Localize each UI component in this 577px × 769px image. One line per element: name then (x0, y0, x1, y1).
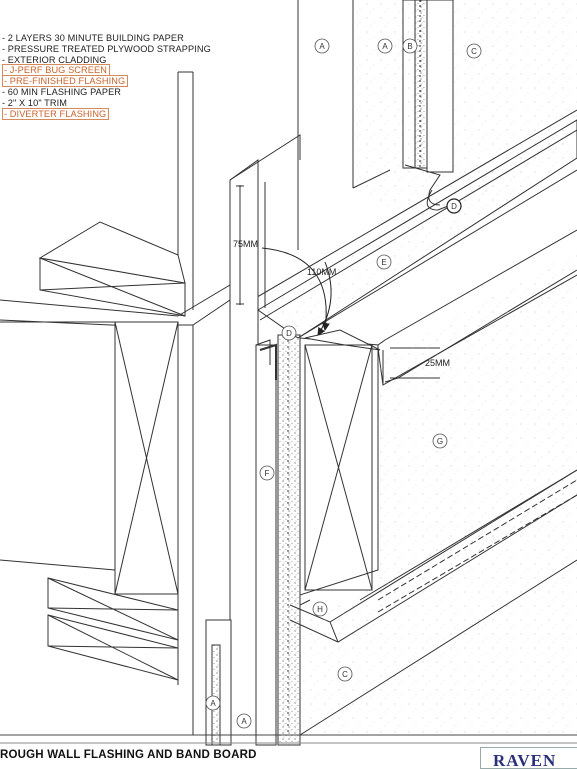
callout-a-label: A (210, 699, 216, 708)
legend-item-text: - PRESSURE TREATED PLYWOOD STRAPPING (2, 43, 211, 54)
callout-g-label: G (437, 437, 443, 446)
callout-d-1: D (446, 198, 462, 214)
callout-d-label: D (286, 329, 292, 338)
legend-item-highlighted: - PRE-FINISHED FLASHING (2, 75, 211, 88)
callout-f: F (259, 465, 275, 481)
material-legend: - 2 LAYERS 30 MINUTE BUILDING PAPER - PR… (2, 33, 211, 120)
callout-a-3: A (205, 695, 221, 711)
callout-a-4: A (236, 713, 252, 729)
drawing-linework (0, 0, 577, 746)
dim-110mm: 110MM (307, 267, 336, 277)
legend-item-text: - DIVERTER FLASHING (2, 107, 110, 120)
callout-h-label: H (317, 605, 323, 614)
legend-item: - 2 LAYERS 30 MINUTE BUILDING PAPER (2, 33, 211, 44)
callout-a-2: A (377, 38, 393, 54)
legend-item-text: - 2" X 10" TRIM (2, 97, 68, 108)
callout-d-2: D (281, 325, 297, 341)
callout-c-2: C (337, 666, 353, 682)
callout-d-label: D (451, 202, 457, 211)
legend-item: - 60 MIN FLASHING PAPER (2, 87, 211, 98)
legend-item-text: - J-PERF BUG SCREEN (2, 64, 110, 77)
legend-item-text: - 2 LAYERS 30 MINUTE BUILDING PAPER (2, 33, 184, 43)
drawing-title: ROUGH WALL FLASHING AND BAND BOARD (0, 749, 257, 761)
callout-b-label: B (407, 42, 412, 51)
legend-item: - EXTERIOR CLADDING (2, 55, 211, 66)
callout-a-label: A (382, 42, 388, 51)
dim-25mm: 25MM (425, 358, 450, 368)
legend-item: - PRESSURE TREATED PLYWOOD STRAPPING (2, 44, 211, 55)
callout-a-label: A (319, 42, 325, 51)
callout-e: E (376, 254, 392, 270)
legend-item-text: - EXTERIOR CLADDING (2, 54, 107, 65)
legend-item-text: - 60 MIN FLASHING PAPER (2, 86, 122, 97)
callout-f-label: F (265, 469, 270, 478)
callout-c-1: C (466, 43, 482, 59)
callout-a-1: A (314, 38, 330, 54)
callout-a-label: A (241, 717, 247, 726)
legend-item-text: - PRE-FINISHED FLASHING (2, 75, 129, 88)
callout-c-label: C (471, 47, 477, 56)
legend-item-highlighted: - DIVERTER FLASHING (2, 107, 211, 120)
callout-e-label: E (381, 258, 386, 267)
dim-75mm: 75MM (233, 239, 258, 249)
legend-item: - 2" X 10" TRIM (2, 98, 211, 109)
legend-item-highlighted: - J-PERF BUG SCREEN (2, 64, 211, 77)
callout-h: H (312, 601, 328, 617)
callout-g: G (432, 433, 448, 449)
logo-text: RAVEN (493, 751, 557, 769)
callout-c-label: C (342, 670, 348, 679)
company-logo: RAVEN (480, 747, 577, 769)
callout-b: B (402, 38, 418, 54)
